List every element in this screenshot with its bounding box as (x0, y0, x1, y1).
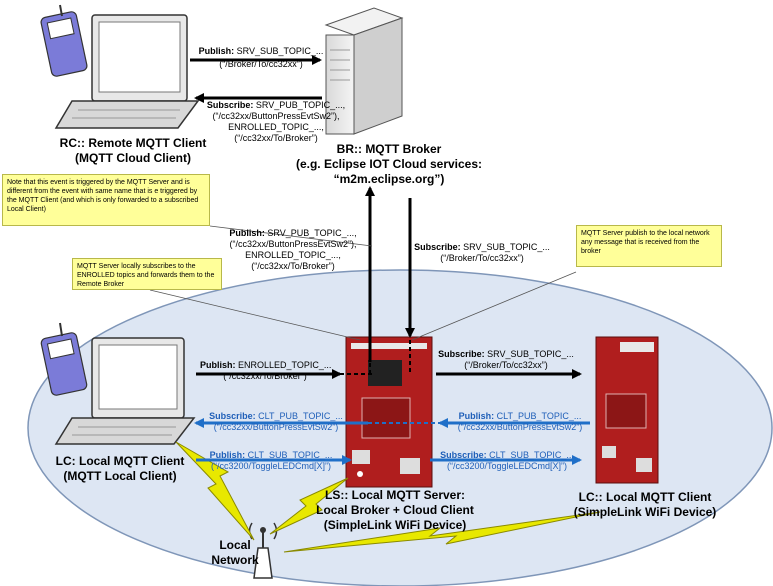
rc-subscribe-topic: SRV_PUB_TOPIC_..., (253, 100, 346, 110)
ls-to-lc-subscribe-label: Subscribe: SRV_SUB_TOPIC_... (“/Broker/T… (436, 349, 576, 371)
network-title: Local (219, 538, 251, 552)
ls-subscribe-down-label: Subscribe: SRV_SUB_TOPIC_... (“/Broker/T… (412, 242, 552, 264)
broker-label: BR:: MQTT Broker (e.g. Eclipse IOT Cloud… (286, 142, 492, 187)
rlc-publish-clt-keyword: Publish: (458, 411, 495, 421)
rlc-publish-clt-topic: CLT_PUB_TOPIC_... (494, 411, 582, 421)
note-subscribe: MQTT Server locally subscribes to the EN… (72, 258, 222, 290)
broker-server-icon (324, 7, 404, 135)
broker-subtitle: (e.g. Eclipse IOT Cloud services: (295, 157, 483, 171)
rc-publish-label: Publish: SRV_SUB_TOPIC_... (“/Broker/To/… (196, 46, 326, 70)
note-event: Note that this event is triggered by the… (2, 174, 210, 226)
lc-publish-enrolled-label: Publish: ENROLLED_TOPIC_... (“/cc32xx/To… (200, 360, 332, 382)
ls-subscribe-down-topic: SRV_SUB_TOPIC_... (460, 242, 550, 252)
local-laptop-icon (54, 337, 196, 445)
local-server-title: LS:: Local MQTT Server: (324, 488, 466, 502)
local-client-right-title: LC:: Local MQTT Client (578, 490, 712, 504)
local-client-left-title: LC: Local MQTT Client (55, 454, 185, 468)
note-subscribe-connector (149, 289, 361, 341)
remote-phone-icon (40, 4, 88, 77)
lc-publish-enrolled-detail: (“/cc32xx/To/Broker”) (223, 371, 307, 381)
lc-publish-toggle-detail: (“/cc3200/ToggleLEDCmd[X]”) (210, 461, 332, 471)
local-client-right-label: LC:: Local MQTT Client (SimpleLink WiFi … (560, 490, 730, 520)
lightning-bolt-center (269, 477, 349, 535)
rlc-publish-clt-label: Publish: CLT_PUB_TOPIC_... (“/cc32xx/But… (450, 411, 590, 433)
network-subtitle: Network (211, 553, 259, 567)
lc-subscribe-clt-label: Subscribe: CLT_PUB_TOPIC_... (“/cc32xx/B… (196, 411, 356, 433)
rc-subscribe-label: Subscribe: SRV_PUB_TOPIC_..., (“/cc32xx/… (196, 100, 356, 144)
rlc-publish-clt-detail: (“/cc32xx/ButtonPressEvtSw2”) (457, 422, 583, 432)
lightning-bolt-right (283, 511, 601, 553)
rc-publish-keyword: Publish: (198, 46, 235, 56)
ls-subscribe-toggle-detail: (“/cc3200/ToggleLEDCmd[X]”) (446, 461, 568, 471)
ls-subscribe-toggle-keyword: Subscribe: (440, 450, 487, 460)
rc-subscribe-keyword: Subscribe: (206, 100, 254, 110)
lc-subscribe-clt-keyword: Subscribe: (209, 411, 256, 421)
ls-publish-up-detail: (“/cc32xx/ButtonPressEvtSw2”), ENROLLED_… (229, 239, 357, 271)
rc-subscribe-detail: (“/cc32xx/ButtonPressEvtSw2”), ENROLLED_… (212, 111, 340, 143)
lc-subscribe-clt-topic: CLT_PUB_TOPIC_... (255, 411, 343, 421)
lc-subscribe-clt-detail: (“/cc32xx/ButtonPressEvtSw2”) (213, 422, 339, 432)
local-client-board-icon (595, 336, 659, 484)
lc-publish-toggle-label: Publish: CLT_SUB_TOPIC_... (“/cc3200/Tog… (196, 450, 346, 472)
ls-subscribe-down-detail: (“/Broker/To/cc32xx”) (440, 253, 524, 263)
ls-publish-up-topic: SRV_PUB_TOPIC_..., (264, 228, 357, 238)
broker-title: BR:: MQTT Broker (336, 142, 442, 156)
ls-subscribe-toggle-label: Subscribe: CLT_SUB_TOPIC_... (“/cc3200/T… (432, 450, 582, 472)
broker-host: “m2m.eclipse.org”) (333, 172, 445, 186)
ls-to-lc-subscribe-keyword: Subscribe: (438, 349, 485, 359)
lc-publish-enrolled-topic: ENROLLED_TOPIC_... (235, 360, 332, 370)
rc-publish-detail: (“/Broker/To/cc32xx”) (219, 59, 303, 69)
ls-to-lc-subscribe-topic: SRV_SUB_TOPIC_... (484, 349, 574, 359)
note-event-connector (209, 225, 373, 247)
network-label: Local Network (205, 538, 265, 568)
local-server-label: LS:: Local MQTT Server: Local Broker + C… (310, 488, 480, 533)
ls-to-lc-subscribe-detail: (“/Broker/To/cc32xx”) (464, 360, 548, 370)
remote-client-label: RC:: Remote MQTT Client (MQTT Cloud Clie… (48, 136, 218, 166)
local-server-subtitle: Local Broker + Cloud Client (316, 503, 474, 517)
note-publish-connector (411, 271, 577, 341)
local-client-left-label: LC: Local MQTT Client (MQTT Local Client… (50, 454, 190, 484)
local-client-right-subtitle: (SimpleLink WiFi Device) (573, 505, 717, 519)
local-client-left-subtitle: (MQTT Local Client) (63, 469, 177, 483)
remote-client-title: RC:: Remote MQTT Client (59, 136, 207, 150)
local-phone-icon (40, 322, 88, 396)
local-server-device: (SimpleLink WiFi Device) (323, 518, 467, 532)
lightning-bolt-left (175, 441, 255, 541)
lc-publish-enrolled-keyword: Publish: (200, 360, 236, 370)
note-publish: MQTT Server publish to the local network… (576, 225, 722, 267)
remote-laptop-icon (54, 14, 200, 129)
ls-subscribe-down-keyword: Subscribe: (414, 242, 461, 252)
lc-publish-toggle-topic: CLT_SUB_TOPIC_... (245, 450, 333, 460)
lc-publish-toggle-keyword: Publish: (209, 450, 246, 460)
rc-publish-topic: SRV_SUB_TOPIC_... (234, 46, 324, 56)
ls-publish-up-keyword: Publish: (229, 228, 265, 238)
local-server-board-icon (345, 336, 433, 488)
remote-client-subtitle: (MQTT Cloud Client) (75, 151, 191, 165)
ls-publish-up-label: Publish: SRV_PUB_TOPIC_..., (“/cc32xx/Bu… (218, 228, 368, 272)
ls-subscribe-toggle-topic: CLT_SUB_TOPIC_... (486, 450, 574, 460)
